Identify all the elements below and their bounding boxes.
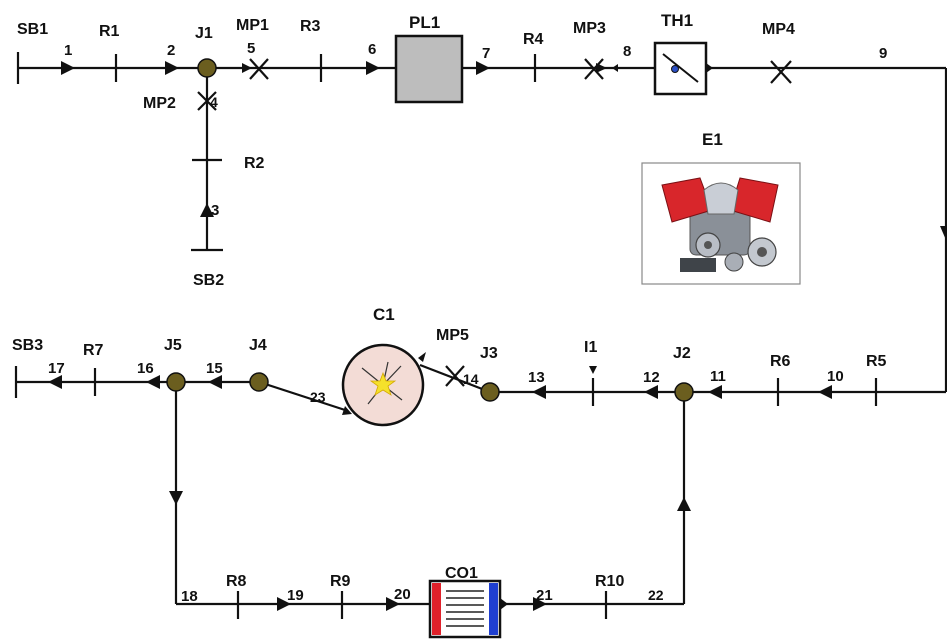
edge-label-10: 10 (827, 368, 844, 385)
flow-arrow-mp3 (596, 63, 607, 73)
edge-label-11: 11 (710, 368, 726, 385)
flow-arrow-10 (818, 385, 832, 399)
flow-arrow-20 (386, 597, 400, 611)
pipe-c1-to-j4 (258, 380, 346, 412)
pipe-mid-to-c1 (419, 363, 491, 394)
edge-label-9: 9 (879, 45, 887, 62)
i1-label: I1 (584, 339, 597, 356)
r2-label: R2 (244, 155, 265, 172)
flow-arrow-15 (208, 375, 222, 389)
j5-label: J5 (164, 337, 182, 354)
r9-label: R9 (330, 573, 351, 590)
flow-arrow-17 (48, 375, 62, 389)
edge-label-7: 7 (482, 45, 490, 62)
flow-arrow-down-j5 (169, 491, 183, 505)
edge-label-6: 6 (368, 41, 376, 58)
edge-label-13: 13 (528, 369, 545, 386)
mp1-measure-point (249, 58, 269, 80)
flow-arrow-21 (533, 597, 547, 611)
j3-label: J3 (480, 345, 498, 362)
flow-arrow-12 (644, 385, 658, 399)
flow-arrow-6 (366, 61, 380, 75)
edge-label-19: 19 (287, 587, 304, 604)
flow-arrow-5 (242, 63, 252, 73)
edge-label-21: 21 (536, 587, 553, 604)
r5-label: R5 (866, 353, 887, 370)
sb2-label: SB2 (193, 272, 224, 289)
flow-arrow-16 (146, 375, 160, 389)
th1-label: TH1 (661, 11, 693, 30)
mp1-label: MP1 (236, 17, 269, 34)
sb1-label: SB1 (17, 21, 48, 38)
edge-label-5: 5 (247, 40, 255, 57)
compressor-icon (341, 343, 426, 427)
cooler-icon (428, 579, 508, 639)
flow-arrow-3 (200, 203, 214, 217)
flow-arrow-7 (476, 61, 490, 75)
edge-label-18: 18 (181, 588, 198, 605)
j2-junction (674, 382, 694, 402)
j1-junction (197, 58, 217, 78)
j2-label: J2 (673, 345, 691, 362)
mp5-label: MP5 (436, 327, 469, 344)
j5-junction (166, 372, 186, 392)
c1-label: C1 (373, 305, 395, 324)
j3-junction (480, 382, 500, 402)
mp3-measure-point (584, 58, 604, 80)
top-line (18, 66, 947, 392)
flow-arrow-up-j2 (677, 497, 691, 511)
mp2-label: MP2 (143, 95, 176, 112)
r7-label: R7 (83, 342, 104, 359)
co1-label: CO1 (445, 565, 478, 582)
mp4-label: MP4 (762, 21, 795, 38)
mp2-measure-point (197, 91, 217, 111)
edge-label-17: 17 (48, 360, 65, 377)
plenum-icon (394, 34, 464, 104)
flow-arrow-13 (532, 385, 546, 399)
edge-label-8: 8 (623, 43, 631, 60)
edge-label-22: 22 (648, 587, 664, 603)
mp5-measure-point (445, 365, 465, 387)
edge-label-1: 1 (64, 42, 72, 59)
flow-arrow-2 (165, 61, 179, 75)
edge-label-23: 23 (310, 389, 326, 405)
pl1-label: PL1 (409, 13, 440, 32)
edge-label-4: 4 (210, 94, 218, 110)
j4-junction (249, 372, 269, 392)
flow-arrow-1 (61, 61, 75, 75)
edge-label-15: 15 (206, 360, 223, 377)
flow-arrow-8 (612, 64, 618, 72)
flow-arrow-down-right (940, 226, 946, 240)
edge-label-3: 3 (211, 202, 219, 219)
thermostat-icon (653, 41, 713, 96)
edge-label-16: 16 (137, 360, 154, 377)
r1-label: R1 (99, 23, 120, 40)
sb3-label: SB3 (12, 337, 43, 354)
r4-label: R4 (523, 31, 544, 48)
r3-label: R3 (300, 18, 321, 35)
flow-arrow-19 (277, 597, 291, 611)
edge-label-2: 2 (167, 42, 175, 59)
j1-label: J1 (195, 25, 213, 42)
engine-icon (641, 162, 801, 285)
edge-label-20: 20 (394, 586, 411, 603)
e1-label: E1 (702, 130, 723, 149)
mp4-measure-point (770, 60, 792, 84)
middle-line (16, 363, 946, 606)
r10-label: R10 (595, 573, 624, 590)
i1-arrow-icon (589, 366, 597, 374)
flow-arrow-11 (708, 385, 722, 399)
mp3-label: MP3 (573, 20, 606, 37)
r8-label: R8 (226, 573, 247, 590)
edge-label-14: 14 (463, 371, 479, 387)
edge-label-12: 12 (643, 369, 660, 386)
j4-label: J4 (249, 337, 267, 354)
r6-label: R6 (770, 353, 791, 370)
